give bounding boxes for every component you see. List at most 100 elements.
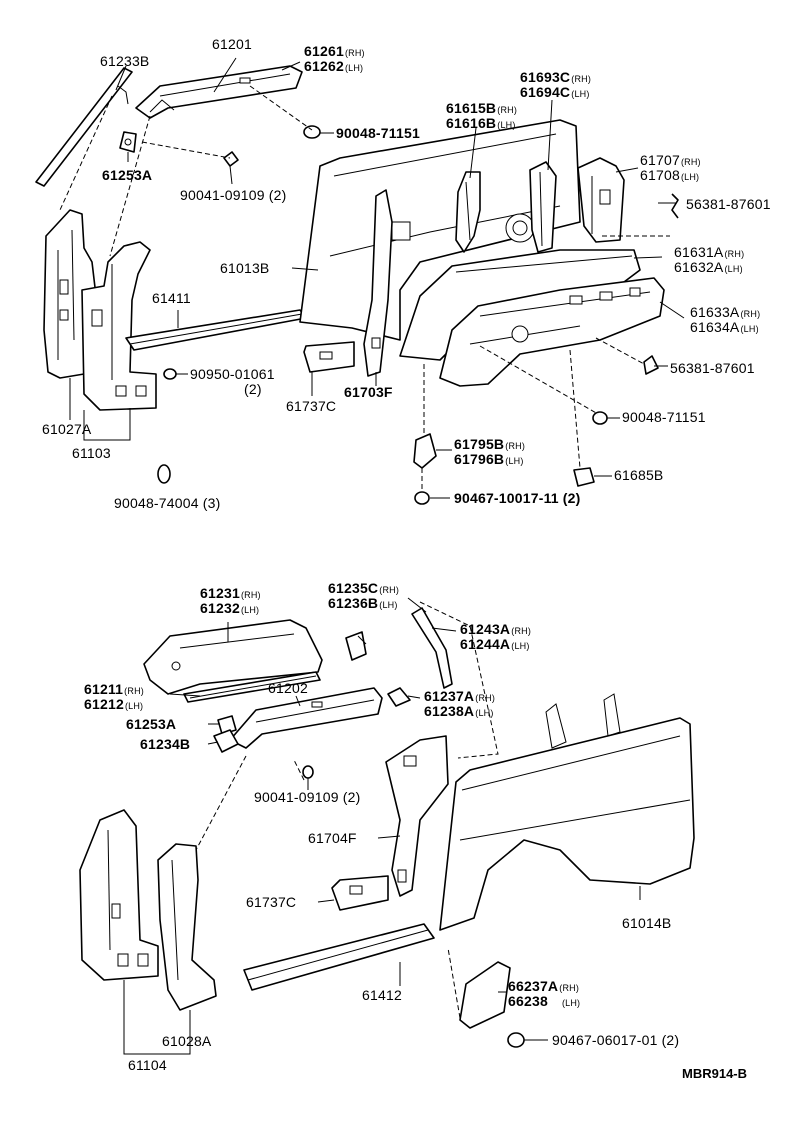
dashed-lines-top	[59, 85, 670, 490]
callout-61232: 61232(LH)	[200, 600, 260, 616]
part-61202-roof-rail	[229, 687, 383, 749]
callout-90467-10017-11: 90467-10017-11(2)	[454, 490, 581, 506]
part-61201-roof-rail	[135, 65, 303, 119]
callout-61253A-top: 61253A	[102, 167, 153, 183]
callout-90048-74004: 90048-74004(3)	[114, 495, 221, 511]
callout-61253A-bottom: 61253A	[126, 716, 177, 732]
part-61231-roof-side	[143, 619, 323, 695]
callout-61707: 61707(RH)	[640, 152, 701, 168]
part-61703F-center-pillar	[363, 189, 393, 377]
part-61234B-bracket	[213, 729, 239, 753]
callout-61014B: 61014B	[622, 915, 672, 931]
callout-61262: 61262(LH)	[304, 58, 364, 74]
callout-90467-06017-01: 90467-06017-01(2)	[552, 1032, 680, 1048]
callout-61235C: 61235C(RH)	[328, 580, 400, 596]
callout-61616B: 61616B(LH)	[446, 115, 516, 131]
callout-61201: 61201	[212, 36, 252, 52]
part-56381-87601-clip-b	[643, 355, 659, 375]
part-66237A-bracket	[459, 961, 511, 1029]
callout-61685B: 61685B	[614, 467, 664, 483]
callout-61615B: 61615B(RH)	[446, 100, 518, 116]
part-61211-strip	[183, 671, 321, 703]
part-61707-rear-corner	[577, 157, 625, 243]
diagram-reference-code: MBR914-B	[682, 1066, 748, 1081]
callout-61412: 61412	[362, 987, 402, 1003]
part-90048-74004-grommet	[157, 464, 171, 484]
part-61237A-small-bracket	[387, 687, 411, 707]
callout-61244A: 61244A(LH)	[460, 636, 530, 652]
callout-61236B: 61236B(LH)	[328, 595, 398, 611]
callout-66238: 66238(LH)	[508, 993, 581, 1009]
callout-61708: 61708(LH)	[640, 167, 700, 183]
callout-61238A: 61238A(LH)	[424, 703, 494, 719]
callout-61703F: 61703F	[344, 384, 393, 400]
part-61243A-pillar-strip	[411, 607, 453, 689]
callout-61796B: 61796B(LH)	[454, 451, 524, 467]
callout-61737C-top: 61737C	[286, 398, 337, 414]
callout-61411: 61411	[152, 290, 191, 306]
part-90041-09109-clip-bottom	[302, 765, 314, 779]
callout-61795B: 61795B(RH)	[454, 436, 526, 452]
callout-61243A: 61243A(RH)	[460, 621, 532, 637]
part-61233B-weatherstrip	[35, 67, 133, 187]
part-61685B-bracket	[573, 467, 595, 487]
part-90467-06017-01-clip	[507, 1032, 525, 1048]
part-90467-10017-11-clip	[414, 491, 430, 505]
callout-61737C-bottom: 61737C	[246, 894, 297, 910]
part-61795B-bracket	[413, 433, 437, 469]
callout-90048-71151-a: 90048-71151	[336, 125, 420, 141]
callout-61212: 61212(LH)	[84, 696, 144, 712]
part-90041-09109-clip-top	[223, 151, 239, 167]
callout-61693C: 61693C(RH)	[520, 69, 592, 85]
callout-61231: 61231(RH)	[200, 585, 261, 601]
callout-61013B: 61013B	[220, 260, 270, 276]
callout-61694C: 61694C(LH)	[520, 84, 590, 100]
dashed-lines-bottom	[195, 601, 499, 1019]
leader-lines-top	[69, 57, 685, 499]
part-90048-71151-clip-a	[303, 125, 321, 139]
leader-lines-bottom	[123, 597, 641, 1055]
callout-61027A: 61027A	[42, 421, 92, 437]
part-61253A-clip-bottom	[217, 715, 237, 735]
part-61737C-bracket-bottom	[331, 875, 389, 911]
callout-90048-71151-b: 90048-71151	[622, 409, 706, 425]
part-61411-rocker	[125, 309, 307, 351]
part-61103-pillar-lower	[81, 241, 157, 411]
callout-61261: 61261(RH)	[304, 43, 365, 59]
part-61028A-pillar	[157, 843, 217, 1011]
part-56381-87601-clip-a	[671, 193, 679, 219]
callout-90950-01061-qty: (2)	[244, 381, 262, 397]
callout-61202: 61202	[268, 680, 308, 696]
part-90048-71151-clip-b	[592, 411, 608, 425]
callout-66237A: 66237A(RH)	[508, 978, 580, 994]
callout-61633A: 61633A(RH)	[690, 304, 761, 320]
part-90950-01061-grommet	[163, 368, 177, 380]
callout-61632A: 61632A(LH)	[674, 259, 743, 275]
callout-61237A: 61237A(RH)	[424, 688, 496, 704]
callout-61233B: 61233B	[100, 53, 150, 69]
callout-61028A: 61028A	[162, 1033, 212, 1049]
part-61013B-side-panel	[299, 119, 581, 341]
callout-56381-87601-b: 56381-87601	[670, 360, 755, 376]
part-61412-rocker	[243, 923, 435, 991]
callout-90041-09109-top: 90041-09109(2)	[180, 187, 287, 203]
part-61615B-pillar	[455, 171, 481, 253]
callout-61104: 61104	[128, 1057, 167, 1073]
callout-61631A: 61631A(RH)	[674, 244, 745, 260]
part-61704F-center-pillar	[385, 735, 449, 897]
callout-90950-01061: 90950-01061	[190, 366, 275, 382]
callout-61634A: 61634A(LH)	[690, 319, 759, 335]
part-61235C-bracket	[345, 631, 367, 661]
part-61104-pillar-lower	[79, 809, 159, 981]
callout-61704F: 61704F	[308, 830, 357, 846]
part-61253A-clip-top	[119, 131, 137, 153]
part-61014B-quarter-panel	[439, 693, 695, 931]
callout-61103: 61103	[72, 445, 111, 461]
callout-56381-87601-a: 56381-87601	[686, 196, 771, 212]
callout-61211: 61211(RH)	[84, 681, 144, 697]
callout-61234B: 61234B	[140, 736, 191, 752]
part-61737C-bracket-top	[303, 341, 355, 373]
part-61693C-pillar	[529, 161, 557, 253]
callout-90041-09109-bottom: 90041-09109(2)	[254, 789, 361, 805]
